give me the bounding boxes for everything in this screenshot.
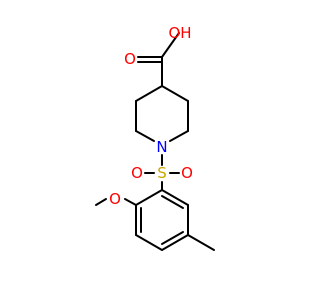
- bond-ar-c4-c5-inner: [161, 231, 184, 245]
- bond-pip-n-c6: [135, 130, 155, 142]
- bond-ar-c4-c5: [161, 234, 189, 251]
- bond-ar-c1-c2: [135, 189, 163, 206]
- carbonyl-o-label: O: [124, 50, 136, 68]
- bond-ar-c3-c4: [135, 234, 163, 251]
- methoxy-o-label: O: [109, 190, 121, 208]
- bond-acid-c-oh: [161, 32, 180, 58]
- ring-n-label: N: [156, 138, 167, 156]
- bond-pip-c5-c4: [135, 85, 163, 102]
- sulfonyl-o-left-label: O: [131, 164, 143, 182]
- bond-ar-c6-c1-inner: [161, 195, 184, 209]
- bond-ar-methyl: [187, 234, 215, 251]
- bond-pip-c2-n: [169, 130, 189, 142]
- carboxyl-oh-label: OH: [168, 24, 191, 42]
- sulfur-label: S: [157, 164, 167, 182]
- bond-ar-methoxy-o: [124, 198, 137, 206]
- bond-ar-c6-c1: [161, 189, 189, 206]
- bond-pip-c4-c3: [161, 85, 189, 102]
- bond-methoxy-o-ch3: [95, 198, 107, 206]
- sulfonyl-o-right-label: O: [181, 164, 193, 182]
- structure-diagram: OH O N S O O O: [95, 24, 215, 251]
